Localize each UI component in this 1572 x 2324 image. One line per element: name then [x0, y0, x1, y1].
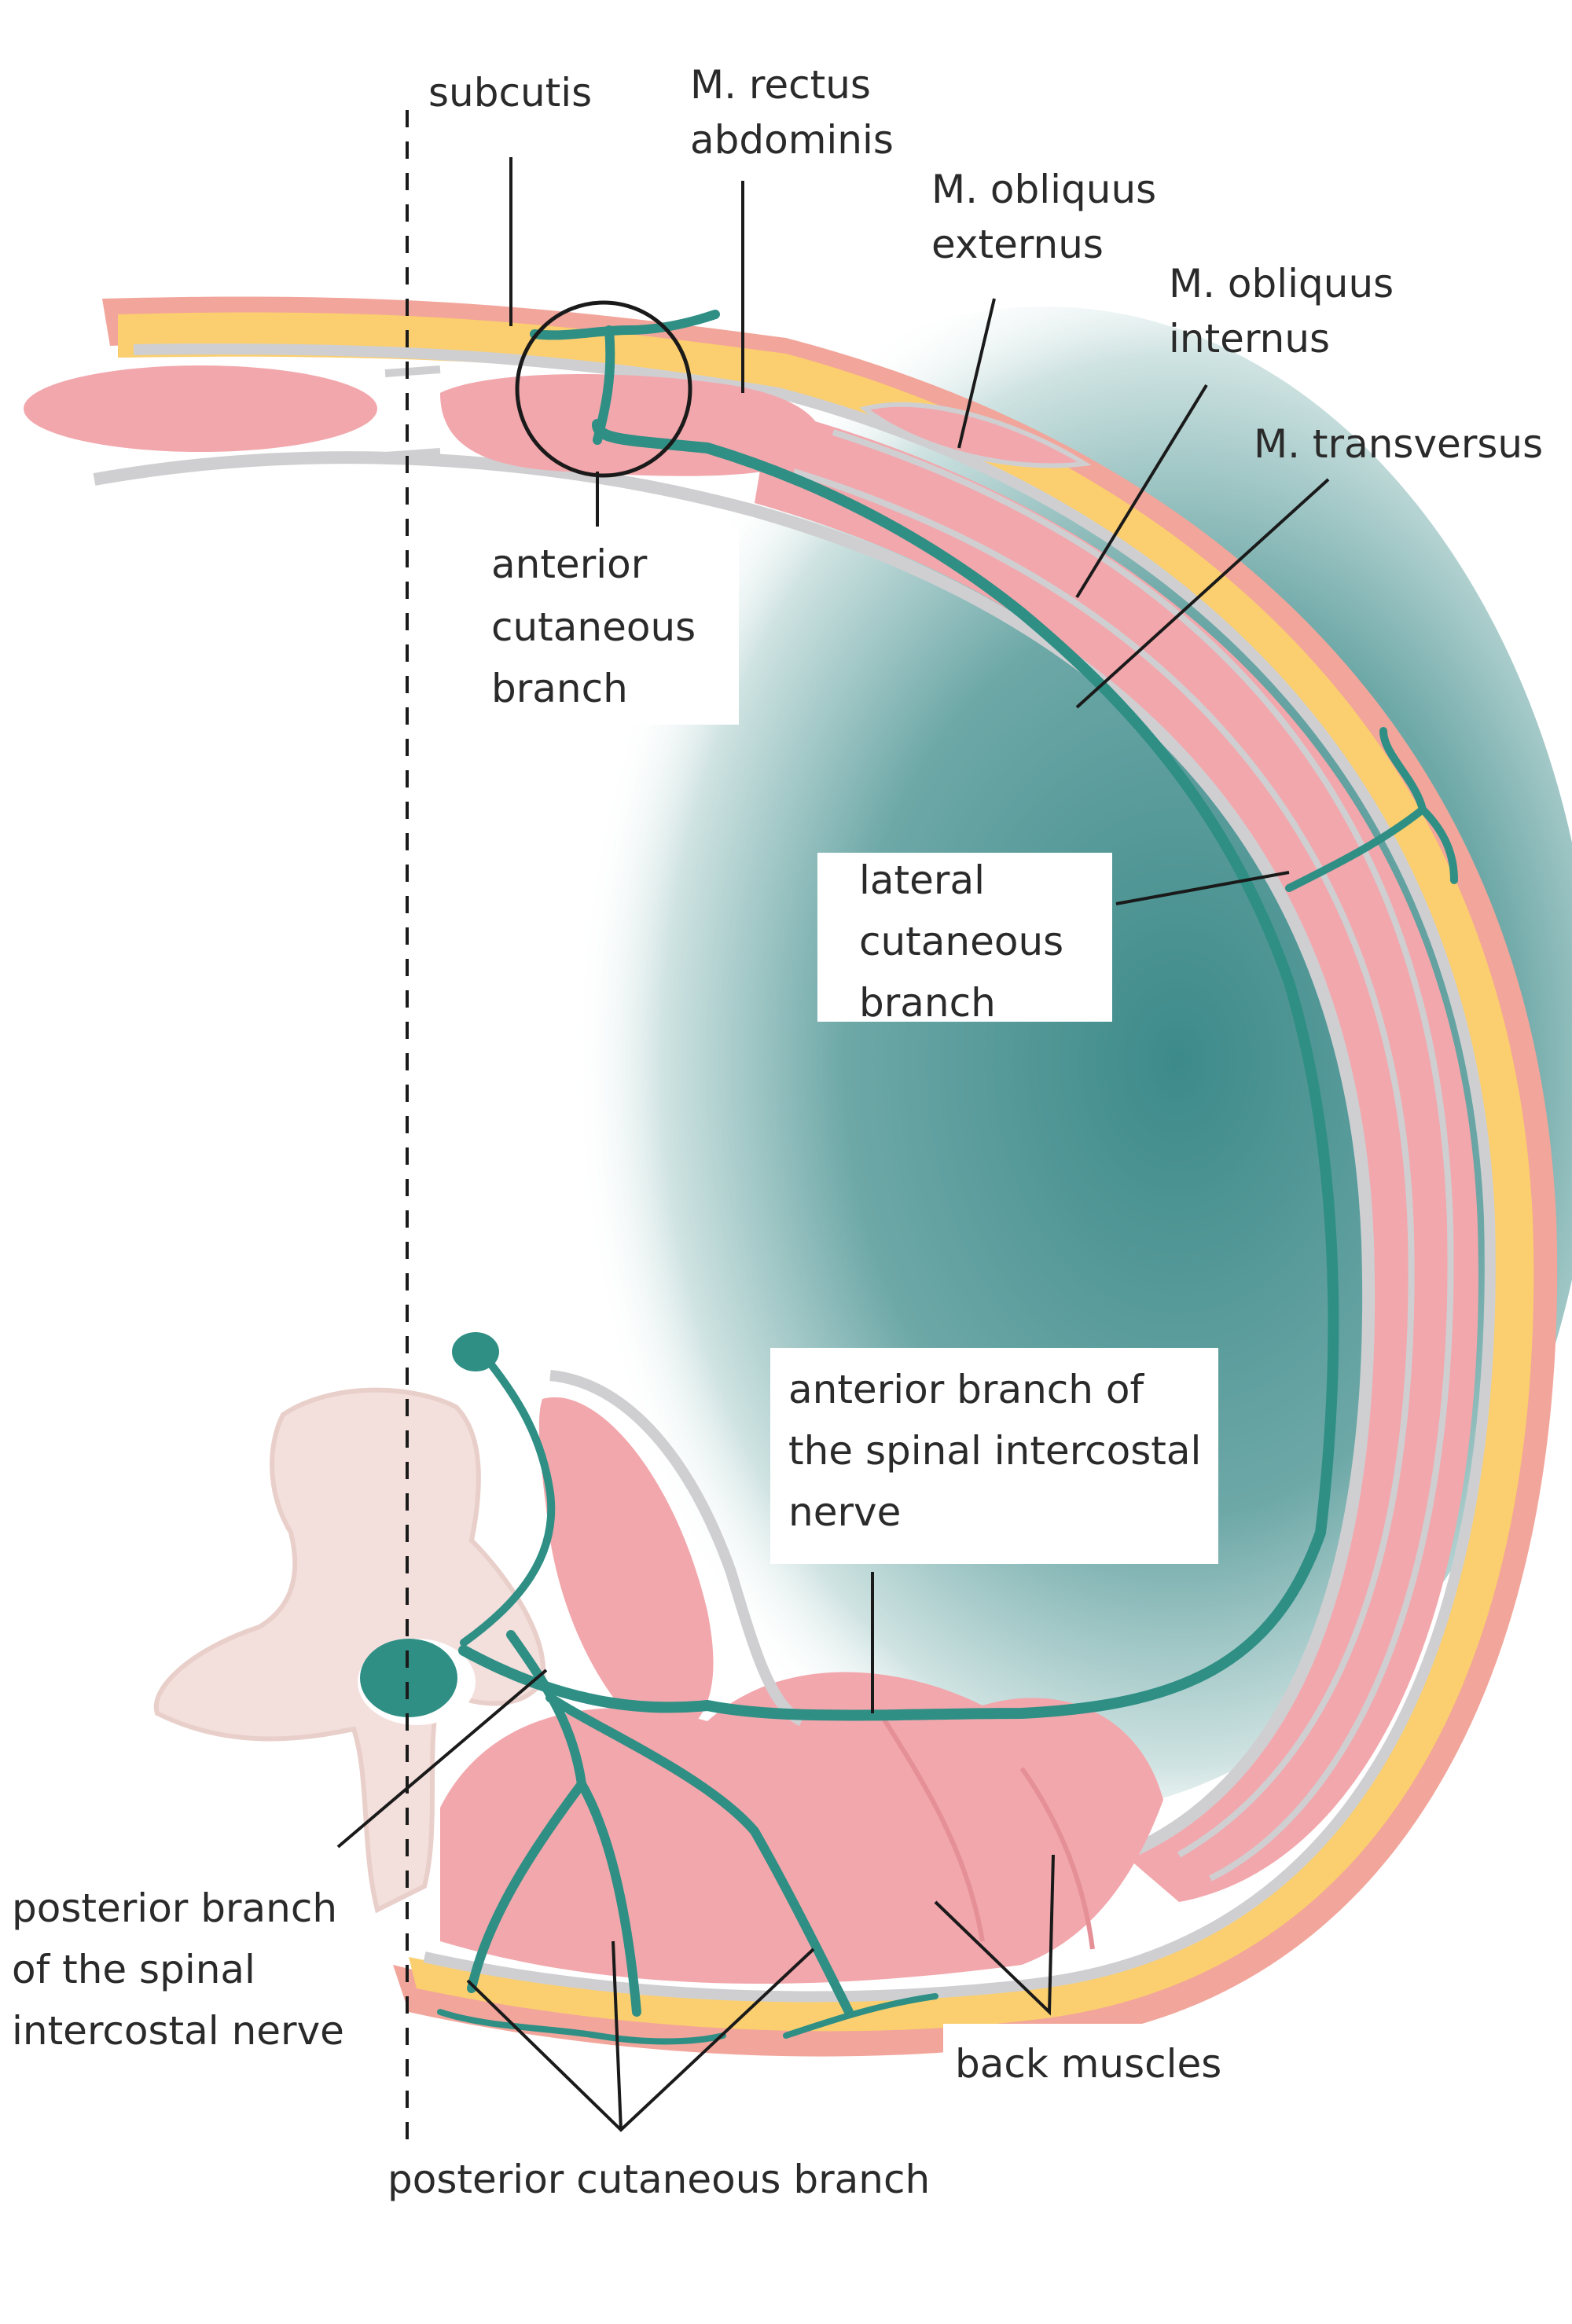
rectus-muscle-left	[24, 365, 377, 452]
label-obliquus-internus-line1: M. obliquus	[1169, 261, 1394, 307]
leader-posterior-branch	[336, 1669, 548, 1849]
back-muscle-divisions	[878, 1712, 1095, 1950]
spinal-cord	[360, 1639, 457, 1717]
label-lateral-cutaneous-line2: cutaneous	[859, 919, 1063, 964]
label-lateral-cutaneous-line3: branch	[859, 980, 996, 1026]
label-rectus-line1: M. rectus	[690, 62, 871, 108]
label-anterior-cutaneous-line1: anterior	[491, 542, 648, 587]
leader-obliquus-externus	[957, 298, 996, 449]
spinal-root-nerve	[460, 1356, 556, 1647]
label-posterior-branch-line1: posterior branch	[12, 1885, 337, 1931]
back-muscles-label-box	[943, 2024, 1242, 2098]
label-posterior-branch-line3: intercostal nerve	[12, 2008, 344, 2054]
intercostal-nerve	[437, 310, 1458, 2045]
label-back-muscles: back muscles	[955, 2041, 1221, 2087]
muscle-division-2	[792, 468, 1415, 1858]
label-obliquus-externus-line1: M. obliquus	[931, 167, 1156, 212]
leader-lines	[336, 157, 1330, 2132]
lateral-cutaneous-branch-nerve	[1285, 727, 1458, 892]
label-lateral-cutaneous-line1: lateral	[859, 857, 985, 903]
label-anterior-cutaneous-line3: branch	[491, 666, 628, 711]
label-anterior-branch-line1: anterior branch of	[788, 1367, 1144, 1412]
label-posterior-branch-line2: of the spinal	[12, 1947, 255, 1992]
lateral-cutaneous-label-box	[817, 853, 1112, 1022]
label-anterior-branch-line2: the spinal intercostal	[788, 1428, 1201, 1474]
lateral-muscle-band	[755, 409, 1478, 1902]
posterior-branch-nerve	[467, 1630, 854, 2017]
label-anterior-cutaneous-line2: cutaneous	[491, 604, 696, 650]
muscle-division-1	[832, 429, 1454, 1882]
leader-back-muscles	[934, 1854, 1055, 2016]
label-anterior-branch-line3: nerve	[788, 1489, 901, 1535]
anterior-cutaneous-branch-nerve	[530, 310, 720, 445]
inner-fascia	[93, 451, 1376, 1861]
obliquus-externus-muscle	[859, 402, 1092, 468]
linea-alba	[384, 365, 441, 460]
label-rectus-line2: abdominis	[690, 117, 894, 163]
anterior-branch-label-box	[770, 1348, 1218, 1564]
anterior-cutaneous-highlight-circle	[515, 300, 692, 478]
label-transversus: M. transversus	[1254, 421, 1543, 467]
leader-obliquus-internus	[1075, 384, 1208, 599]
fascia-outer	[133, 343, 1496, 2003]
posterior-cutaneous-branch-nerve	[437, 1993, 938, 2045]
anterior-branch-nerve	[458, 419, 1339, 1721]
leader-transversus	[1075, 478, 1330, 709]
label-subcutis: subcutis	[428, 70, 592, 116]
back-muscle-fascia	[549, 1370, 805, 1727]
label-posterior-cutaneous: posterior cutaneous branch	[387, 2157, 930, 2202]
anterior-cutaneous-label-box	[440, 528, 739, 725]
spinal-ganglion	[452, 1332, 499, 1371]
vertebra	[153, 1387, 546, 1914]
leader-posterior-cutaneous-mid	[612, 1940, 623, 2131]
paravertebral-muscle	[538, 1397, 714, 1745]
label-obliquus-externus-line2: externus	[931, 222, 1104, 267]
leader-lateral-cutaneous	[1115, 871, 1290, 905]
label-obliquus-internus-line2: internus	[1169, 316, 1330, 362]
